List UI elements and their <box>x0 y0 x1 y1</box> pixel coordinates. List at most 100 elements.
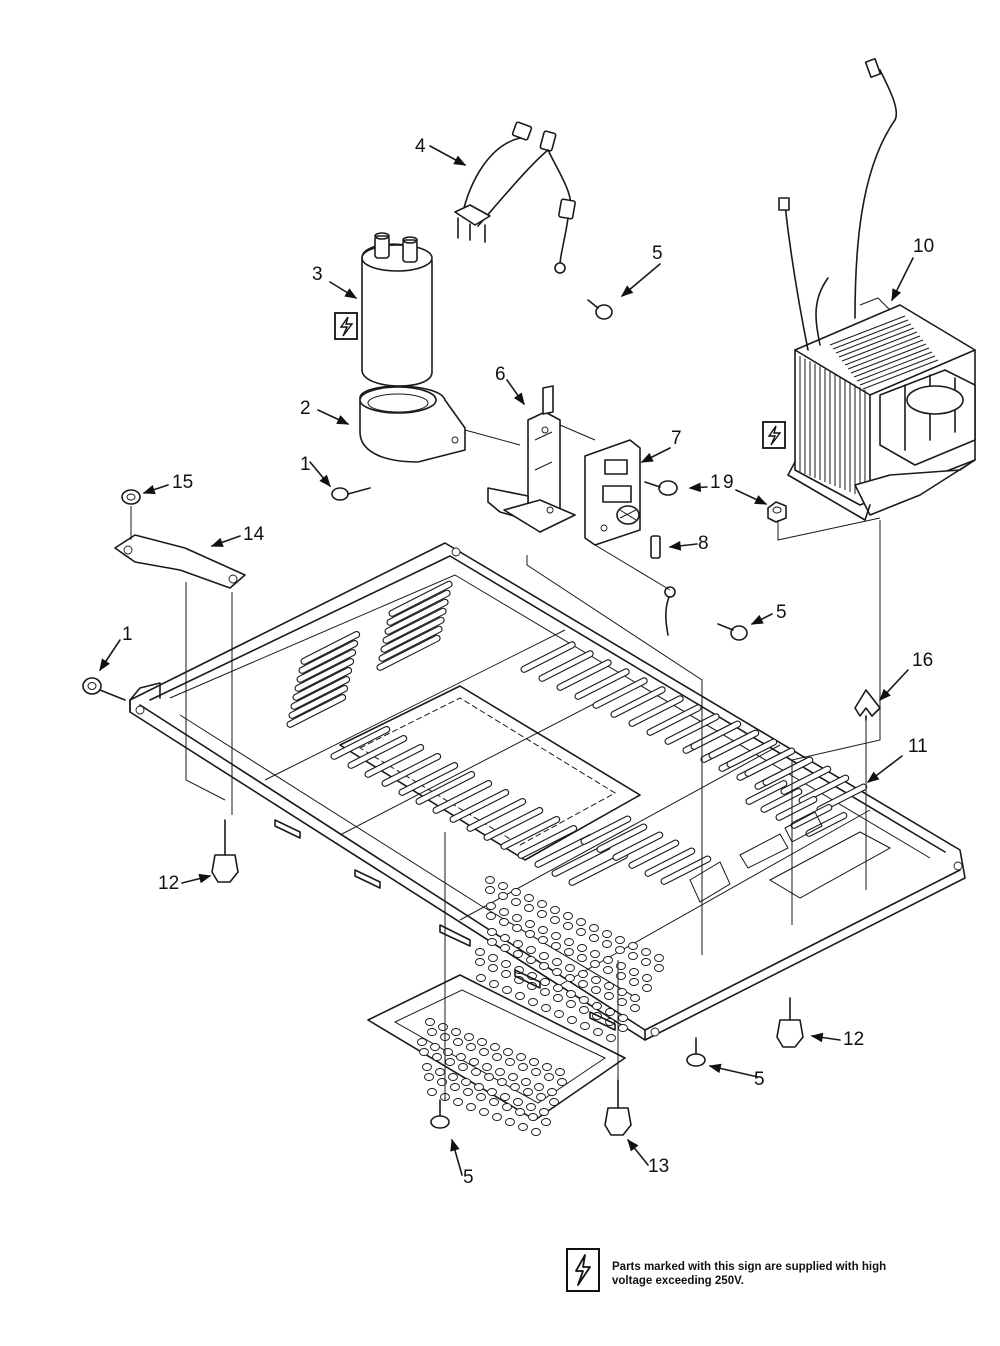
washer-15 <box>121 489 141 505</box>
perforation <box>479 1048 489 1056</box>
perforation <box>617 988 627 996</box>
perforation <box>513 950 523 958</box>
perforation <box>453 1038 463 1046</box>
vent-slot <box>628 695 684 727</box>
vent-slot <box>775 796 818 821</box>
vent-slot <box>596 823 648 853</box>
perforation <box>466 1043 476 1051</box>
perforation <box>525 920 535 928</box>
perforation <box>425 1018 435 1026</box>
perforation <box>510 1083 520 1091</box>
perforation <box>542 1063 552 1071</box>
perforation <box>540 988 550 996</box>
callout-5: 5 <box>754 1069 765 1090</box>
vent-slot <box>664 713 720 745</box>
perforation <box>566 1000 576 1008</box>
foot-12-right <box>776 997 804 1048</box>
vent-slot <box>380 616 445 653</box>
perforation <box>518 1063 528 1071</box>
perforation <box>482 1063 492 1071</box>
perforation <box>531 1068 541 1076</box>
vent-slot <box>292 666 353 701</box>
perforation <box>427 1088 437 1096</box>
perforation <box>566 990 576 998</box>
vent-slot <box>538 650 594 682</box>
perforation <box>590 960 600 968</box>
perforation <box>502 986 512 994</box>
perforation <box>578 970 588 978</box>
callout-4: 4 <box>415 136 426 157</box>
capacitor <box>361 232 433 387</box>
perforation <box>565 964 575 972</box>
perforation <box>547 1088 557 1096</box>
perforation <box>487 1088 497 1096</box>
vent-slot <box>520 641 576 673</box>
perforation <box>526 1103 536 1111</box>
perforation <box>579 996 589 1004</box>
perforation <box>521 1078 531 1086</box>
perforation <box>419 1048 429 1056</box>
perforation <box>427 1028 437 1036</box>
perforation <box>577 954 587 962</box>
vent-slot <box>660 855 712 885</box>
perforation <box>508 1073 518 1081</box>
callout-11: 11 <box>908 736 928 757</box>
perforation <box>513 1098 523 1106</box>
vent-slot <box>726 738 778 768</box>
perforation <box>563 912 573 920</box>
perforation <box>451 1028 461 1036</box>
perforation <box>551 942 561 950</box>
vent-slot <box>286 693 347 728</box>
callout-arrows <box>99 145 914 1176</box>
perforation <box>512 924 522 932</box>
transformer <box>778 57 976 521</box>
screw-1-capacitor <box>331 487 371 501</box>
vent-slot <box>398 761 459 796</box>
callout-14: 14 <box>243 524 265 545</box>
perforation <box>630 1004 640 1012</box>
perforation <box>577 944 587 952</box>
perforation <box>536 1093 546 1101</box>
perforation <box>617 998 627 1006</box>
vent-slot <box>780 765 832 795</box>
callout-labels: 1 1 1 2 3 4 5 5 5 5 6 7 8 9 10 11 12 12 … <box>122 136 934 1188</box>
perforation <box>523 1088 533 1096</box>
vent-slot <box>500 815 561 850</box>
callout-1: 1 <box>300 454 311 475</box>
high-voltage-icon <box>762 421 786 449</box>
pin-8 <box>650 535 661 559</box>
perforation <box>554 1010 564 1018</box>
perforation <box>487 928 497 936</box>
vent-slot <box>708 729 760 759</box>
perforation <box>615 946 625 954</box>
perforation <box>579 1006 589 1014</box>
perforation <box>605 1008 615 1016</box>
perforation <box>456 1053 466 1061</box>
perforation <box>589 934 599 942</box>
perforation <box>642 974 652 982</box>
perforation <box>488 964 498 972</box>
callout-1: 1 <box>122 624 133 645</box>
perforation <box>553 984 563 992</box>
perforation <box>489 980 499 988</box>
perforation <box>463 1088 473 1096</box>
perforation <box>551 932 561 940</box>
perforation <box>616 972 626 980</box>
perforation <box>552 958 562 966</box>
perforation <box>618 1014 628 1022</box>
perforation <box>654 964 664 972</box>
perforation <box>469 1058 479 1066</box>
perforation <box>461 1078 471 1086</box>
vent-slot <box>449 788 510 823</box>
screw-5-bottom <box>430 1099 450 1129</box>
perforation <box>544 1073 554 1081</box>
perforation <box>602 930 612 938</box>
perforation <box>524 894 534 902</box>
perforation <box>534 1083 544 1091</box>
perforation <box>591 976 601 984</box>
vent-slot <box>432 779 493 814</box>
perforation <box>628 942 638 950</box>
perforation <box>500 934 510 942</box>
perforation <box>576 918 586 926</box>
